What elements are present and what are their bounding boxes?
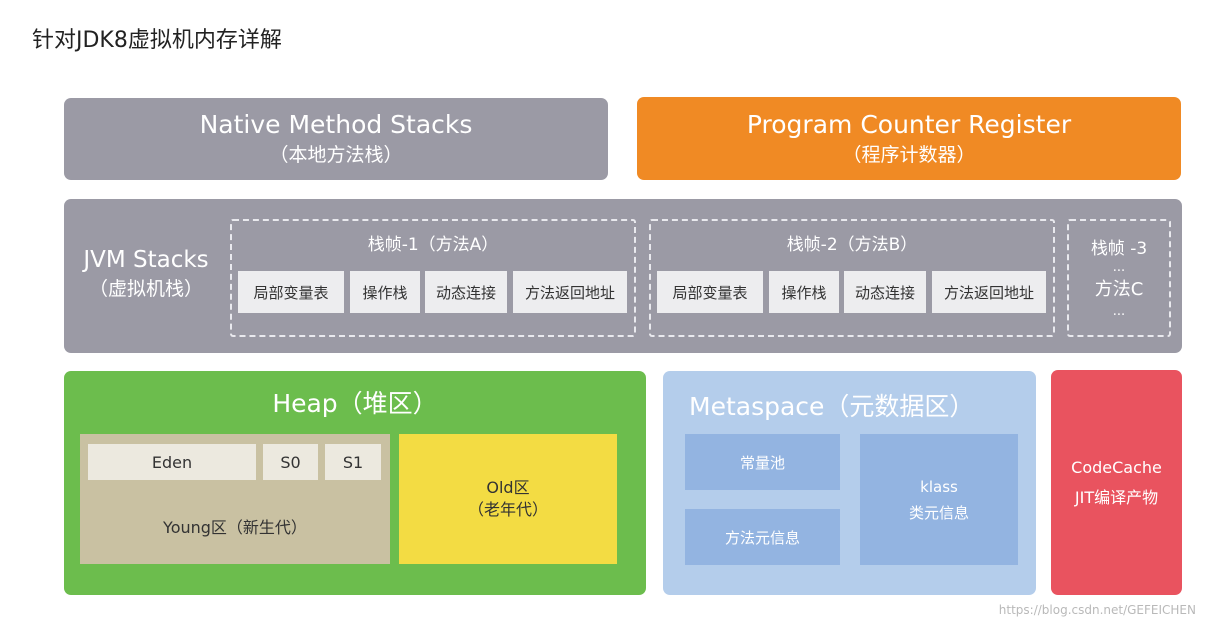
program-counter-register-box: Program Counter Register （程序计数器） [637, 97, 1181, 180]
codecache-label: CodeCache [1071, 457, 1162, 477]
stack-frame-1: 栈帧-1（方法A） 局部变量表 操作栈 动态连接 方法返回地址 [230, 219, 636, 337]
watermark: https://blog.csdn.net/GEFEICHEN [998, 603, 1196, 617]
page-title: 针对JDK8虚拟机内存详解 [32, 28, 282, 53]
frame-2-title: 栈帧-2（方法B） [786, 235, 918, 255]
frame-2-local-variable-table: 局部变量表 [657, 271, 763, 313]
jvm-title: JVM Stacks [83, 247, 209, 273]
klass-label: klass [920, 477, 958, 496]
young-label: Young区（新生代） [163, 518, 307, 537]
jit-output-label: JIT编译产物 [1074, 487, 1159, 507]
pc-subtitle: （程序计数器） [842, 143, 976, 166]
klass-box: klass 类元信息 [860, 434, 1018, 565]
codecache-box: CodeCache JIT编译产物 [1051, 370, 1182, 595]
frame-1-title: 栈帧-1（方法A） [367, 235, 499, 255]
heap-box: Heap（堆区） Eden S0 S1 Young区（新生代） Old区 （老年… [64, 371, 646, 595]
method-metadata: 方法元信息 [685, 509, 840, 565]
jvm-stacks-box: JVM Stacks （虚拟机栈） 栈帧-1（方法A） 局部变量表 操作栈 动态… [64, 199, 1182, 353]
old-sublabel: （老年代） [467, 500, 548, 519]
jvm-stacks-label: JVM Stacks （虚拟机栈） [64, 239, 228, 309]
frame-1-return-address: 方法返回地址 [513, 271, 627, 313]
native-title: Native Method Stacks [199, 110, 473, 139]
metaspace-title: Metaspace（元数据区） [689, 392, 975, 421]
jvm-subtitle: （虚拟机栈） [88, 278, 203, 300]
constant-pool: 常量池 [685, 434, 840, 490]
frame-1-local-variable-table: 局部变量表 [238, 271, 344, 313]
survivor-s0: S0 [263, 444, 318, 480]
pc-title: Program Counter Register [746, 109, 1072, 139]
frame-3-dots-bottom: ... [1112, 304, 1126, 319]
heap-title: Heap（堆区） [272, 389, 438, 418]
young-generation-box: Eden S0 S1 Young区（新生代） [80, 434, 390, 564]
old-generation-box: Old区 （老年代） [399, 434, 617, 564]
survivor-s1: S1 [325, 444, 381, 480]
metaspace-box: Metaspace（元数据区） 常量池 方法元信息 klass 类元信息 [663, 371, 1036, 595]
klass-metadata-label: 类元信息 [908, 503, 969, 522]
stack-frame-3: 栈帧 -3 ... 方法C ... [1067, 219, 1171, 337]
old-label: Old区 [486, 478, 530, 497]
frame-2-return-address: 方法返回地址 [932, 271, 1046, 313]
frame-1-dynamic-linking: 动态连接 [425, 271, 507, 313]
frame-1-operand-stack: 操作栈 [350, 271, 420, 313]
eden-space: Eden [88, 444, 256, 480]
frame-3-method: 方法C [1094, 279, 1144, 300]
frame-2-dynamic-linking: 动态连接 [844, 271, 926, 313]
frame-3-title: 栈帧 -3 [1090, 239, 1148, 259]
stack-frame-2: 栈帧-2（方法B） 局部变量表 操作栈 动态连接 方法返回地址 [649, 219, 1055, 337]
frame-3-dots-top: ... [1112, 260, 1126, 275]
native-subtitle: （本地方法栈） [269, 144, 403, 166]
native-method-stacks-box: Native Method Stacks （本地方法栈） [64, 98, 608, 180]
frame-2-operand-stack: 操作栈 [769, 271, 839, 313]
